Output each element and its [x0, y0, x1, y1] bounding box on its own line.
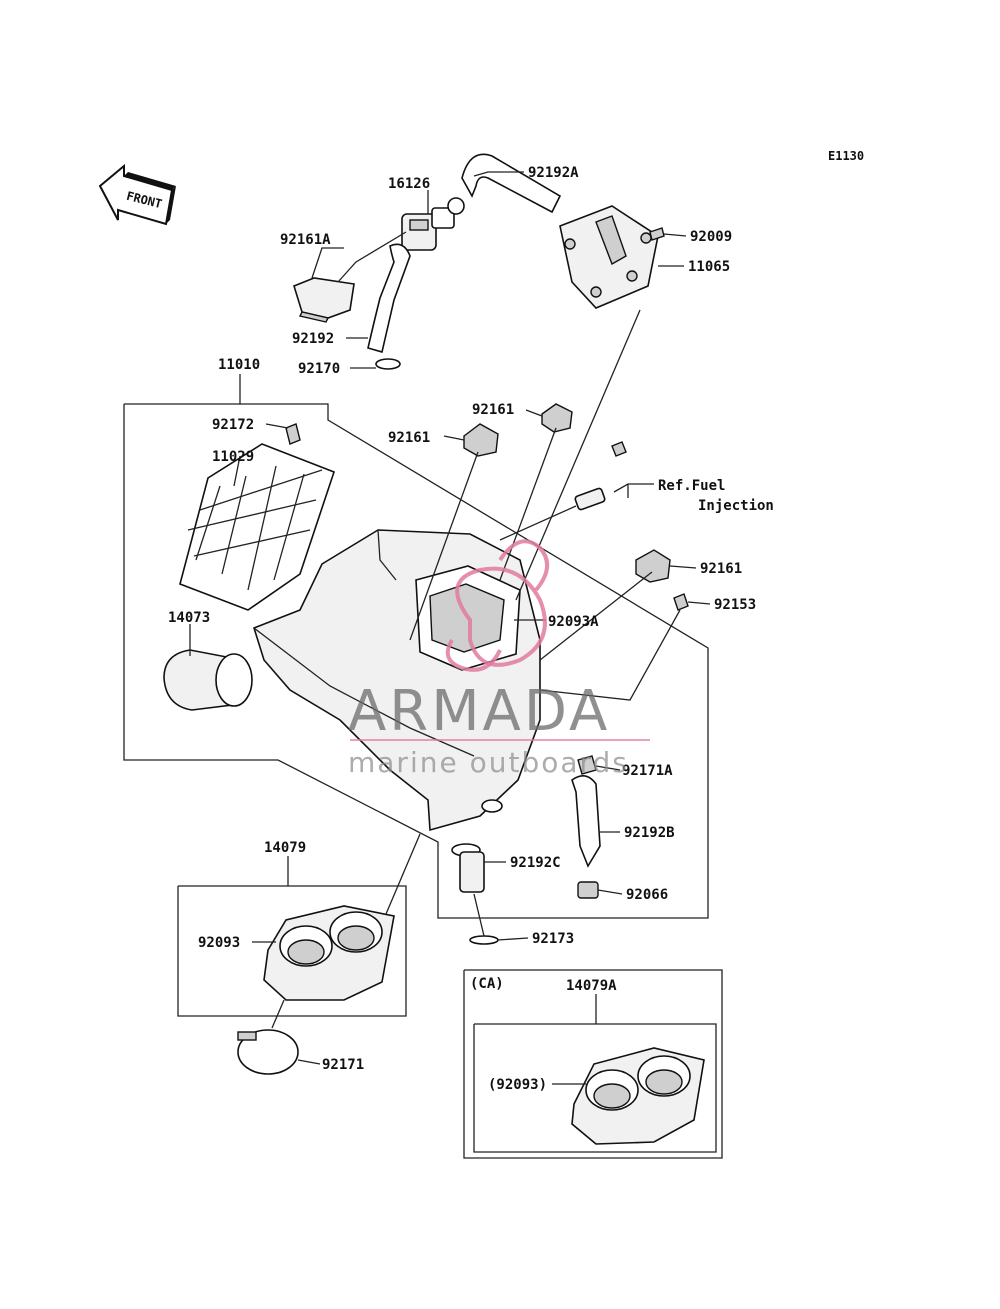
part-92161A-bracket: [293, 277, 355, 323]
part-92171-clamp: [237, 1029, 299, 1075]
part-11065-cover: [559, 205, 659, 309]
label-92161A: 92161A: [280, 232, 331, 248]
label-92009: 92009: [690, 229, 732, 245]
label-11029: 11029: [212, 449, 254, 465]
label-ca: (CA): [470, 976, 504, 992]
part-fuel-injector: [574, 441, 627, 511]
part-14073-duct: [163, 649, 253, 711]
part-16126-valve: [401, 197, 465, 251]
part-14079-plate: [263, 905, 395, 1001]
part-14079A-plate: [571, 1047, 705, 1145]
label-92171: 92171: [322, 1057, 364, 1073]
box-14079A: [473, 1023, 717, 1153]
label-14079: 14079: [264, 840, 306, 856]
label-92093A: 92093A: [548, 614, 599, 630]
label-92192A: 92192A: [528, 165, 579, 181]
label-11010: 11010: [218, 357, 260, 373]
part-92161-pad-c: [635, 549, 671, 583]
part-92066-fitting: [577, 881, 599, 899]
part-11029-element: [179, 443, 335, 611]
label-92172: 92172: [212, 417, 254, 433]
label-11065: 11065: [688, 259, 730, 275]
label-92161-a: 92161: [472, 402, 514, 418]
label-92173: 92173: [532, 931, 574, 947]
watermark-mark-icon: [445, 539, 549, 672]
label-92192C: 92192C: [510, 855, 561, 871]
part-92170-clip: [375, 358, 401, 370]
label-16126: 16126: [388, 176, 430, 192]
leader-lines: [189, 171, 711, 1085]
watermark-logo: ARMADA marine outboards: [348, 539, 650, 779]
part-92192-hose: [367, 243, 411, 354]
label-14073: 14073: [168, 610, 210, 626]
part-92009-screw: [649, 227, 665, 241]
label-92170: 92170: [298, 361, 340, 377]
part-92173-clip: [469, 935, 499, 945]
watermark-tagline: marine outboards: [348, 746, 629, 779]
label-92192B: 92192B: [624, 825, 675, 841]
part-labels: 16126 92192A 92161A 92009 11065 92192 92…: [168, 165, 774, 1093]
label-92161-b: 92161: [388, 430, 430, 446]
part-92161-pad-b: [463, 423, 499, 457]
label-14079A: 14079A: [566, 978, 617, 994]
label-92161-c: 92161: [700, 561, 742, 577]
part-92171A-clip: [577, 755, 597, 775]
label-92093-paren: (92093): [488, 1077, 547, 1093]
part-92161-pad-a: [541, 403, 573, 433]
label-92171A: 92171A: [622, 763, 673, 779]
part-92192B-hose: [571, 775, 601, 868]
part-92192A-hose: [461, 153, 562, 214]
part-92172-screw: [285, 423, 301, 445]
box-11010: [123, 403, 709, 919]
part-92153-bolt: [673, 593, 689, 611]
label-92066: 92066: [626, 887, 668, 903]
box-ca: [463, 969, 723, 1159]
watermark-brand: ARMADA: [348, 679, 610, 744]
label-92153: 92153: [714, 597, 756, 613]
diagram-code: E1130: [828, 149, 864, 163]
label-92093: 92093: [198, 935, 240, 951]
box-14079: [177, 885, 407, 1017]
part-92192C-drain: [451, 843, 485, 893]
label-92192: 92192: [292, 331, 334, 347]
label-ref-fuel-1: Ref.Fuel: [658, 478, 725, 494]
label-ref-fuel-2: Injection: [698, 498, 774, 514]
front-arrow-icon: FRONT: [98, 163, 176, 226]
